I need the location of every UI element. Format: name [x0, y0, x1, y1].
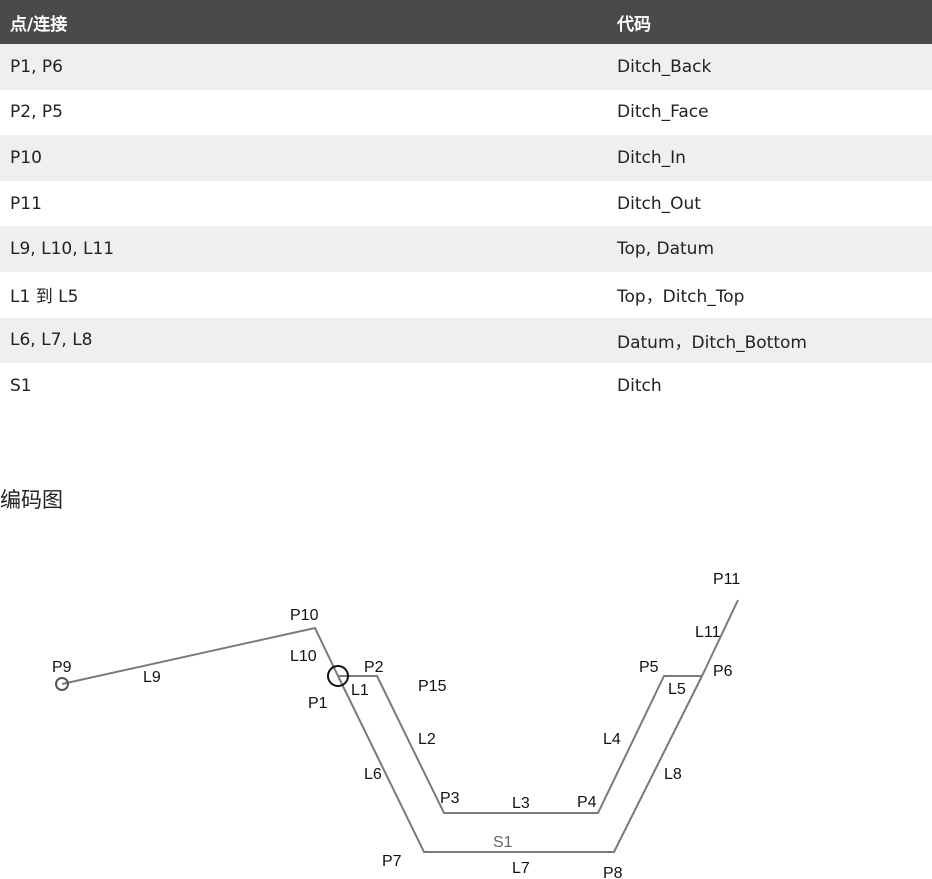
row-item: P11: [0, 180, 617, 227]
label-s1: S1: [493, 834, 513, 851]
link-l9-l10: [61, 626, 339, 685]
row-item: P1, P6: [0, 44, 617, 90]
label-l10: L10: [290, 648, 317, 665]
label-p6: P6: [713, 663, 733, 680]
row-code: Datum，Ditch_Bottom: [617, 317, 932, 364]
label-p15: P15: [418, 678, 447, 695]
coding-diagram: P9 P10 P1 P2 P15 P3 P4 P5 P6 P11 P7 P8 L…: [52, 571, 740, 879]
row-item: P10: [0, 135, 617, 181]
column-header-code: 代码: [617, 0, 932, 44]
table-row: L6, L7, L8 Datum，Ditch_Bottom: [0, 317, 932, 364]
label-p7: P7: [382, 853, 402, 870]
label-l7: L7: [512, 860, 530, 877]
table-row: P1, P6 Ditch_Back: [0, 44, 932, 90]
row-item: S1: [0, 363, 617, 409]
table-header-row: 点/连接 代码: [0, 0, 932, 44]
point-p9-marker: [55, 677, 69, 691]
label-l3: L3: [512, 795, 530, 812]
row-item: L1 到 L5: [0, 271, 617, 318]
table-row: S1 Ditch: [0, 363, 932, 409]
table-row: L9, L10, L11 Top, Datum: [0, 226, 932, 272]
column-header-point-link: 点/连接: [0, 0, 617, 44]
code-table: 点/连接 代码 P1, P6 Ditch_Back P2, P5 Ditch_F…: [0, 0, 932, 409]
label-p9: P9: [52, 659, 72, 676]
label-l5: L5: [668, 681, 686, 698]
label-p11: P11: [713, 571, 740, 588]
label-l9: L9: [143, 669, 161, 686]
section-title: 编码图: [0, 488, 63, 512]
label-l8: L8: [664, 766, 682, 783]
row-code: Top, Datum: [617, 226, 932, 272]
label-p8: P8: [603, 865, 623, 879]
label-p10: P10: [290, 607, 319, 624]
label-l11: L11: [695, 624, 721, 641]
row-code: Ditch_In: [617, 135, 932, 181]
row-item: L9, L10, L11: [0, 226, 617, 272]
row-item: L6, L7, L8: [0, 317, 617, 364]
label-l6: L6: [364, 766, 382, 783]
row-code: Top，Ditch_Top: [617, 271, 932, 318]
link-l11: [701, 599, 739, 677]
label-p5: P5: [639, 659, 659, 676]
row-code: Ditch_Out: [617, 180, 932, 227]
row-code: Ditch_Face: [617, 89, 932, 136]
table-row: P2, P5 Ditch_Face: [0, 89, 932, 136]
table-row: P10 Ditch_In: [0, 135, 932, 181]
label-p4: P4: [577, 794, 597, 811]
row-code: Ditch_Back: [617, 44, 932, 90]
link-top-l1-l5: [338, 675, 702, 814]
table-row: P11 Ditch_Out: [0, 180, 932, 227]
label-p3: P3: [440, 790, 460, 807]
label-l4: L4: [603, 731, 621, 748]
point-p1-marker: [327, 665, 349, 687]
label-p1: P1: [308, 695, 328, 712]
row-code: Ditch: [617, 363, 932, 409]
row-item: P2, P5: [0, 89, 617, 136]
label-p2: P2: [364, 659, 384, 676]
label-l2: L2: [418, 731, 436, 748]
link-datum-l6-l8: [337, 675, 703, 853]
table-row: L1 到 L5 Top，Ditch_Top: [0, 271, 932, 318]
label-l1: L1: [351, 682, 369, 699]
